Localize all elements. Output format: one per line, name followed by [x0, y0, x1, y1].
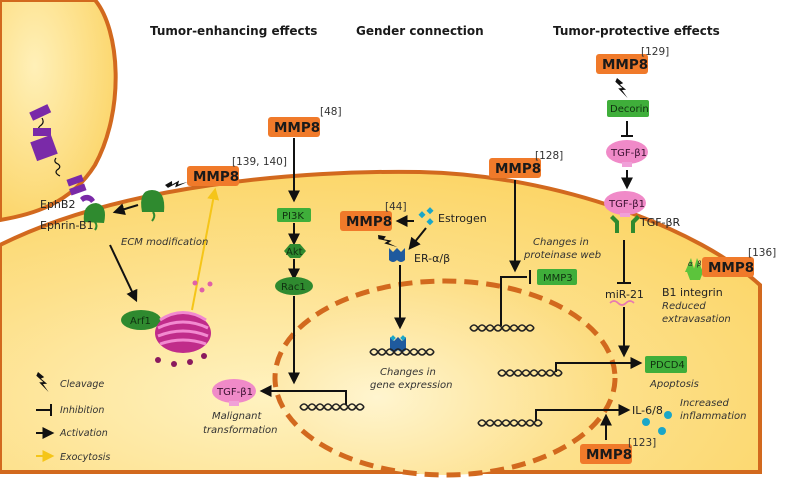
svg-text:[44]: [44] — [385, 201, 407, 213]
mmp8-node-139: MMP8 [139, 140] — [187, 156, 287, 186]
akt-node — [284, 244, 306, 258]
svg-text:Decorin: Decorin — [610, 104, 649, 115]
cytokine-dots — [642, 411, 672, 435]
svg-text:[129]: [129] — [641, 46, 669, 58]
svg-text:PI3K: PI3K — [282, 211, 304, 222]
svg-text:[128]: [128] — [535, 150, 563, 162]
beta-label: β — [697, 260, 702, 268]
svg-text:TGF-β1: TGF-β1 — [608, 199, 645, 210]
svg-text:MMP8: MMP8 — [346, 214, 392, 230]
mmp8-node-44: MMP8 [44] — [340, 201, 407, 231]
svg-text:MMP8: MMP8 — [274, 120, 320, 136]
svg-text:Akt: Akt — [286, 247, 303, 258]
mmp8-node-123: MMP8 [123] — [580, 437, 656, 464]
reduced-label-2: extravasation — [662, 314, 731, 325]
b1-integrin-label: B1 integrin — [662, 286, 723, 299]
mmp8-node-128: MMP8 [128] — [489, 150, 563, 178]
neighbor-cell — [0, 0, 118, 223]
gene-expression-2: gene expression — [370, 380, 453, 391]
ephb2-receptor — [29, 104, 95, 203]
svg-text:TGF-β1: TGF-β1 — [216, 387, 253, 398]
exocytosis-arrow — [191, 187, 220, 311]
golgi-apparatus — [155, 280, 213, 367]
svg-text:[139, 140]: [139, 140] — [232, 156, 287, 168]
ephrin-b1-ligand — [83, 203, 105, 223]
malignant-label-1: Malignant — [212, 411, 262, 422]
svg-text:[136]: [136] — [748, 247, 776, 259]
svg-text:[48]: [48] — [320, 106, 342, 118]
svg-text:MMP3: MMP3 — [543, 273, 573, 284]
malignant-label-2: transformation — [203, 425, 277, 436]
header-tumor-enhancing: Tumor-enhancing effects — [150, 24, 317, 38]
nucleus — [272, 278, 618, 478]
svg-text:MMP8: MMP8 — [602, 57, 648, 73]
apoptosis-label: Apoptosis — [649, 379, 699, 390]
inhibition-icon — [36, 404, 52, 416]
rac1-node — [275, 277, 313, 295]
pi3k-node — [277, 208, 311, 222]
svg-text:[123]: [123] — [628, 437, 656, 449]
er-bound — [390, 335, 406, 352]
inflammation-label-1: Increased — [680, 398, 730, 409]
tgf-b-receptor — [610, 215, 640, 233]
svg-text:PDCD4: PDCD4 — [650, 360, 685, 371]
tgf-b1-bound: TGF-β1 — [604, 191, 646, 217]
svg-text:TGF-β1: TGF-β1 — [610, 148, 647, 159]
header-gender-connection: Gender connection — [356, 24, 484, 38]
er-receptor — [389, 248, 405, 262]
svg-text:MMP8: MMP8 — [193, 169, 239, 185]
header-tumor-protective: Tumor-protective effects — [553, 24, 720, 38]
svg-text:Inhibition: Inhibition — [60, 405, 104, 416]
tgf-br-label: TGF-βR — [639, 216, 681, 229]
svg-text:MMP8: MMP8 — [586, 447, 632, 463]
gene-expression-1: Changes in — [380, 367, 436, 378]
svg-text:MMP8: MMP8 — [708, 260, 754, 276]
cleavage-bolt-129 — [612, 77, 631, 99]
mmp8-node-136: MMP8 [136] — [702, 247, 776, 277]
mmp3-node — [537, 269, 577, 285]
reduced-label-1: Reduced — [662, 301, 706, 312]
cleaved-ephrin — [141, 190, 165, 212]
ephrin-b1-label: Ephrin-B1 — [40, 219, 94, 232]
mmp8-node-48: MMP8 [48] — [268, 106, 342, 137]
b1-integrin — [685, 258, 703, 280]
svg-text:Activation: Activation — [59, 428, 108, 439]
legend: Cleavage Inhibition Activation Exocytosi… — [33, 371, 110, 463]
svg-text:Arf1: Arf1 — [130, 316, 151, 327]
il68-label: IL-6/8 — [632, 404, 663, 417]
tgf-b1-left: TGF-β1 — [212, 379, 256, 406]
mir21-label: miR-21 — [605, 288, 644, 301]
er-label: ER-α/β — [414, 252, 450, 265]
svg-text:Exocytosis: Exocytosis — [60, 452, 110, 463]
decorin-node — [607, 100, 649, 117]
mir21-rna — [609, 300, 635, 306]
arf1-node — [121, 310, 161, 330]
proteinase-web-1: Changes in — [533, 237, 589, 248]
mmp8-node-129: MMP8 [129] — [596, 46, 669, 74]
alpha-label: α — [688, 260, 693, 268]
tgf-b1-top: TGF-β1 — [606, 140, 648, 167]
proteinase-web-2: proteinase web — [523, 250, 601, 261]
svg-text:MMP8: MMP8 — [495, 161, 541, 177]
ecm-modification-label: ECM modification — [121, 237, 208, 248]
ephb2-label: EphB2 — [40, 198, 75, 211]
estrogen-molecules — [418, 207, 434, 226]
svg-text:Cleavage: Cleavage — [60, 379, 104, 390]
pdcd4-node — [645, 356, 687, 373]
inflammation-label-2: inflammation — [680, 411, 746, 422]
estrogen-label: Estrogen — [438, 212, 487, 225]
svg-text:Rac1: Rac1 — [281, 282, 306, 293]
